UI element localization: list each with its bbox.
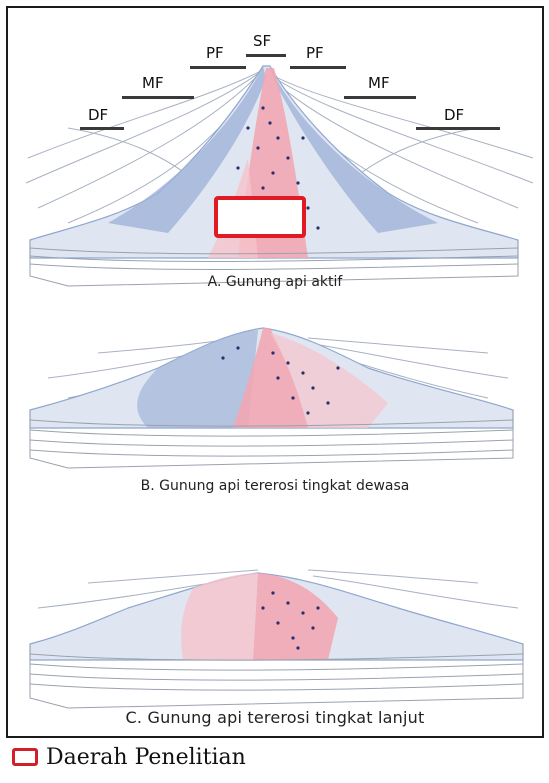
- legend-box-icon: [12, 748, 38, 766]
- zone-bar-pf-left: [190, 66, 246, 69]
- zone-label-pf-right: PF: [306, 44, 324, 62]
- panel-b-caption: B. Gunung api tererosi tingkat dewasa: [8, 478, 542, 494]
- zone-label-sf: SF: [253, 32, 271, 50]
- panel-c-caption: C. Gunung api tererosi tingkat lanjut: [8, 708, 542, 727]
- zone-bar-mf-left: [122, 96, 194, 99]
- panel-a-caption: A. Gunung api aktif: [8, 274, 542, 290]
- zone-bar-pf-right: [290, 66, 346, 69]
- zone-label-mf-left: MF: [142, 74, 164, 92]
- panel-c-volcano: [30, 570, 523, 708]
- zone-bar-df-left: [80, 127, 124, 130]
- zone-label-pf-left: PF: [206, 44, 224, 62]
- zone-label-mf-right: MF: [368, 74, 390, 92]
- legend: Daerah Penelitian: [12, 740, 246, 774]
- zone-bar-sf: [246, 54, 286, 57]
- panel-b-volcano: [30, 328, 513, 468]
- research-area-marker: [216, 198, 304, 236]
- panel-a-volcano: [26, 66, 533, 286]
- figure-frame: SF PF PF MF MF DF DF A. Gunung api aktif…: [6, 6, 544, 738]
- zone-bar-df-right: [416, 127, 500, 130]
- zone-bar-mf-right: [344, 96, 416, 99]
- legend-label: Daerah Penelitian: [46, 745, 246, 770]
- zone-label-df-right: DF: [444, 106, 464, 124]
- zone-label-df-left: DF: [88, 106, 108, 124]
